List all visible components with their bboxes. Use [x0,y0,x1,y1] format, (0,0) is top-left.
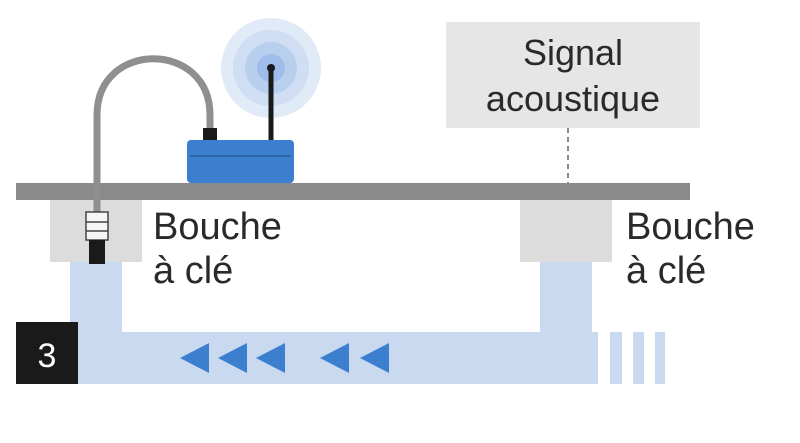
cable-connector [203,128,217,142]
valve-box-right [520,200,612,262]
pipe-end-segment [655,332,665,384]
valve-label-right-line2: à clé [626,250,706,292]
detector-device [187,140,294,183]
valve-label-right-line1: Bouche [626,206,755,248]
pipe-riser-left [70,262,122,352]
step-badge [16,322,78,384]
arrow-left-icon [256,343,285,373]
pipe-end-segment [633,332,644,384]
ground-surface [16,183,690,200]
sensor-cable [93,55,214,216]
pipe-riser-right [540,262,592,352]
sensor-probe-icon [85,211,109,264]
step-number: 3 [38,337,57,375]
flow-arrows [180,343,389,373]
arrow-left-icon [360,343,389,373]
valve-label-left-line2: à clé [153,250,233,292]
signal-box-line1: Signal [523,32,623,73]
antenna-tip [267,64,275,72]
pipe-end-segment [610,332,622,384]
valve-label-left-line1: Bouche [153,206,282,248]
arrow-left-icon [320,343,349,373]
signal-box [446,22,700,128]
water-pipe [70,262,665,384]
arrow-left-icon [218,343,247,373]
signal-box-line2: acoustique [486,78,660,119]
arrow-left-icon [180,343,209,373]
